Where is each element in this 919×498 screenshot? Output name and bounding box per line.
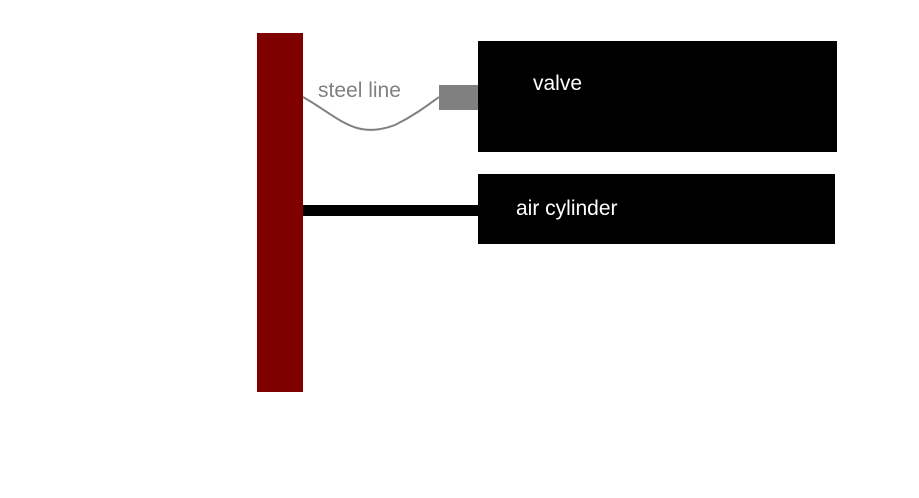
piston-rod (303, 205, 478, 216)
valve-label: valve (533, 72, 583, 95)
mounting-post (257, 33, 303, 392)
steel-line-label: steel line (318, 79, 401, 102)
valve-block (478, 41, 837, 152)
line-fitting (439, 85, 478, 110)
air-cylinder-label: air cylinder (516, 197, 618, 220)
air-cylinder-block (478, 174, 835, 244)
